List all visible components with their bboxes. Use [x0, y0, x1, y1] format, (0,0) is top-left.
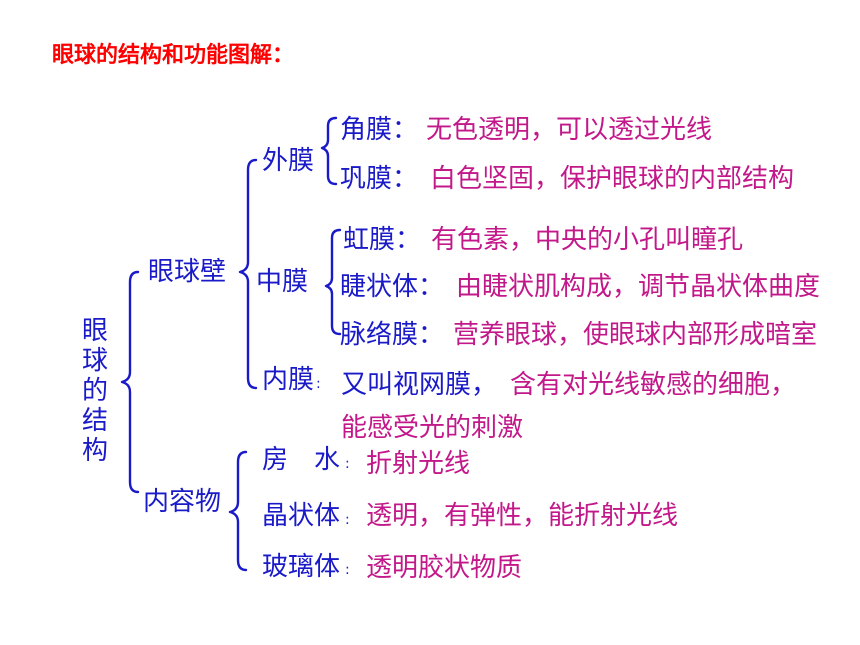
node-aqueous-humor: 房 水	[262, 445, 341, 475]
inner-membrane-description-a: 又叫视网膜，	[341, 370, 498, 400]
node-lens: 晶状体	[262, 501, 341, 531]
inner-membrane-description-c: 能感受光的刺激	[341, 413, 524, 443]
outer-membrane-brace	[320, 116, 338, 186]
vitreous-body-description: 透明胶状物质	[366, 553, 523, 583]
sclera-description: 白色坚固，保护眼球的内部结构	[430, 164, 795, 194]
node-sclera: 巩膜：	[340, 164, 419, 194]
wall-brace	[238, 158, 258, 390]
aqueous-humor-description: 折射光线	[366, 449, 471, 479]
ciliary-body-description: 由睫状肌构成，调节晶状体曲度	[456, 272, 821, 302]
node-choroid: 脉络膜：	[340, 320, 445, 350]
root-node-eyeball-structure: 眼球的结构	[81, 316, 108, 466]
node-cornea: 角膜：	[340, 115, 419, 145]
node-inner-membrane: 内膜	[262, 365, 315, 395]
middle-membrane-brace	[324, 228, 342, 336]
root-brace	[120, 270, 140, 494]
choroid-description: 营养眼球，使眼球内部形成暗室	[453, 320, 818, 350]
inner-membrane-description-b: 含有对光线敏感的细胞，	[510, 370, 797, 400]
contents-brace	[228, 450, 248, 572]
node-eyeball-wall: 眼球壁	[148, 257, 227, 287]
vitreous-body-colon: :	[345, 562, 350, 578]
node-outer-membrane: 外膜	[262, 146, 315, 176]
page-title: 眼球的结构和功能图解：	[52, 43, 295, 68]
node-iris: 虹膜：	[343, 225, 422, 255]
lens-description: 透明，有弹性，能折射光线	[366, 501, 679, 531]
node-contents: 内容物	[143, 487, 222, 517]
lens-colon: :	[345, 512, 350, 528]
node-middle-membrane: 中膜	[256, 267, 309, 297]
aqueous-humor-colon: :	[345, 456, 350, 472]
node-vitreous-body: 玻璃体	[262, 552, 341, 582]
iris-description: 有色素，中央的小孔叫瞳孔	[431, 225, 744, 255]
cornea-description: 无色透明，可以透过光线	[426, 115, 713, 145]
inner-membrane-colon: :	[316, 376, 321, 392]
node-ciliary-body: 睫状体：	[340, 272, 445, 302]
